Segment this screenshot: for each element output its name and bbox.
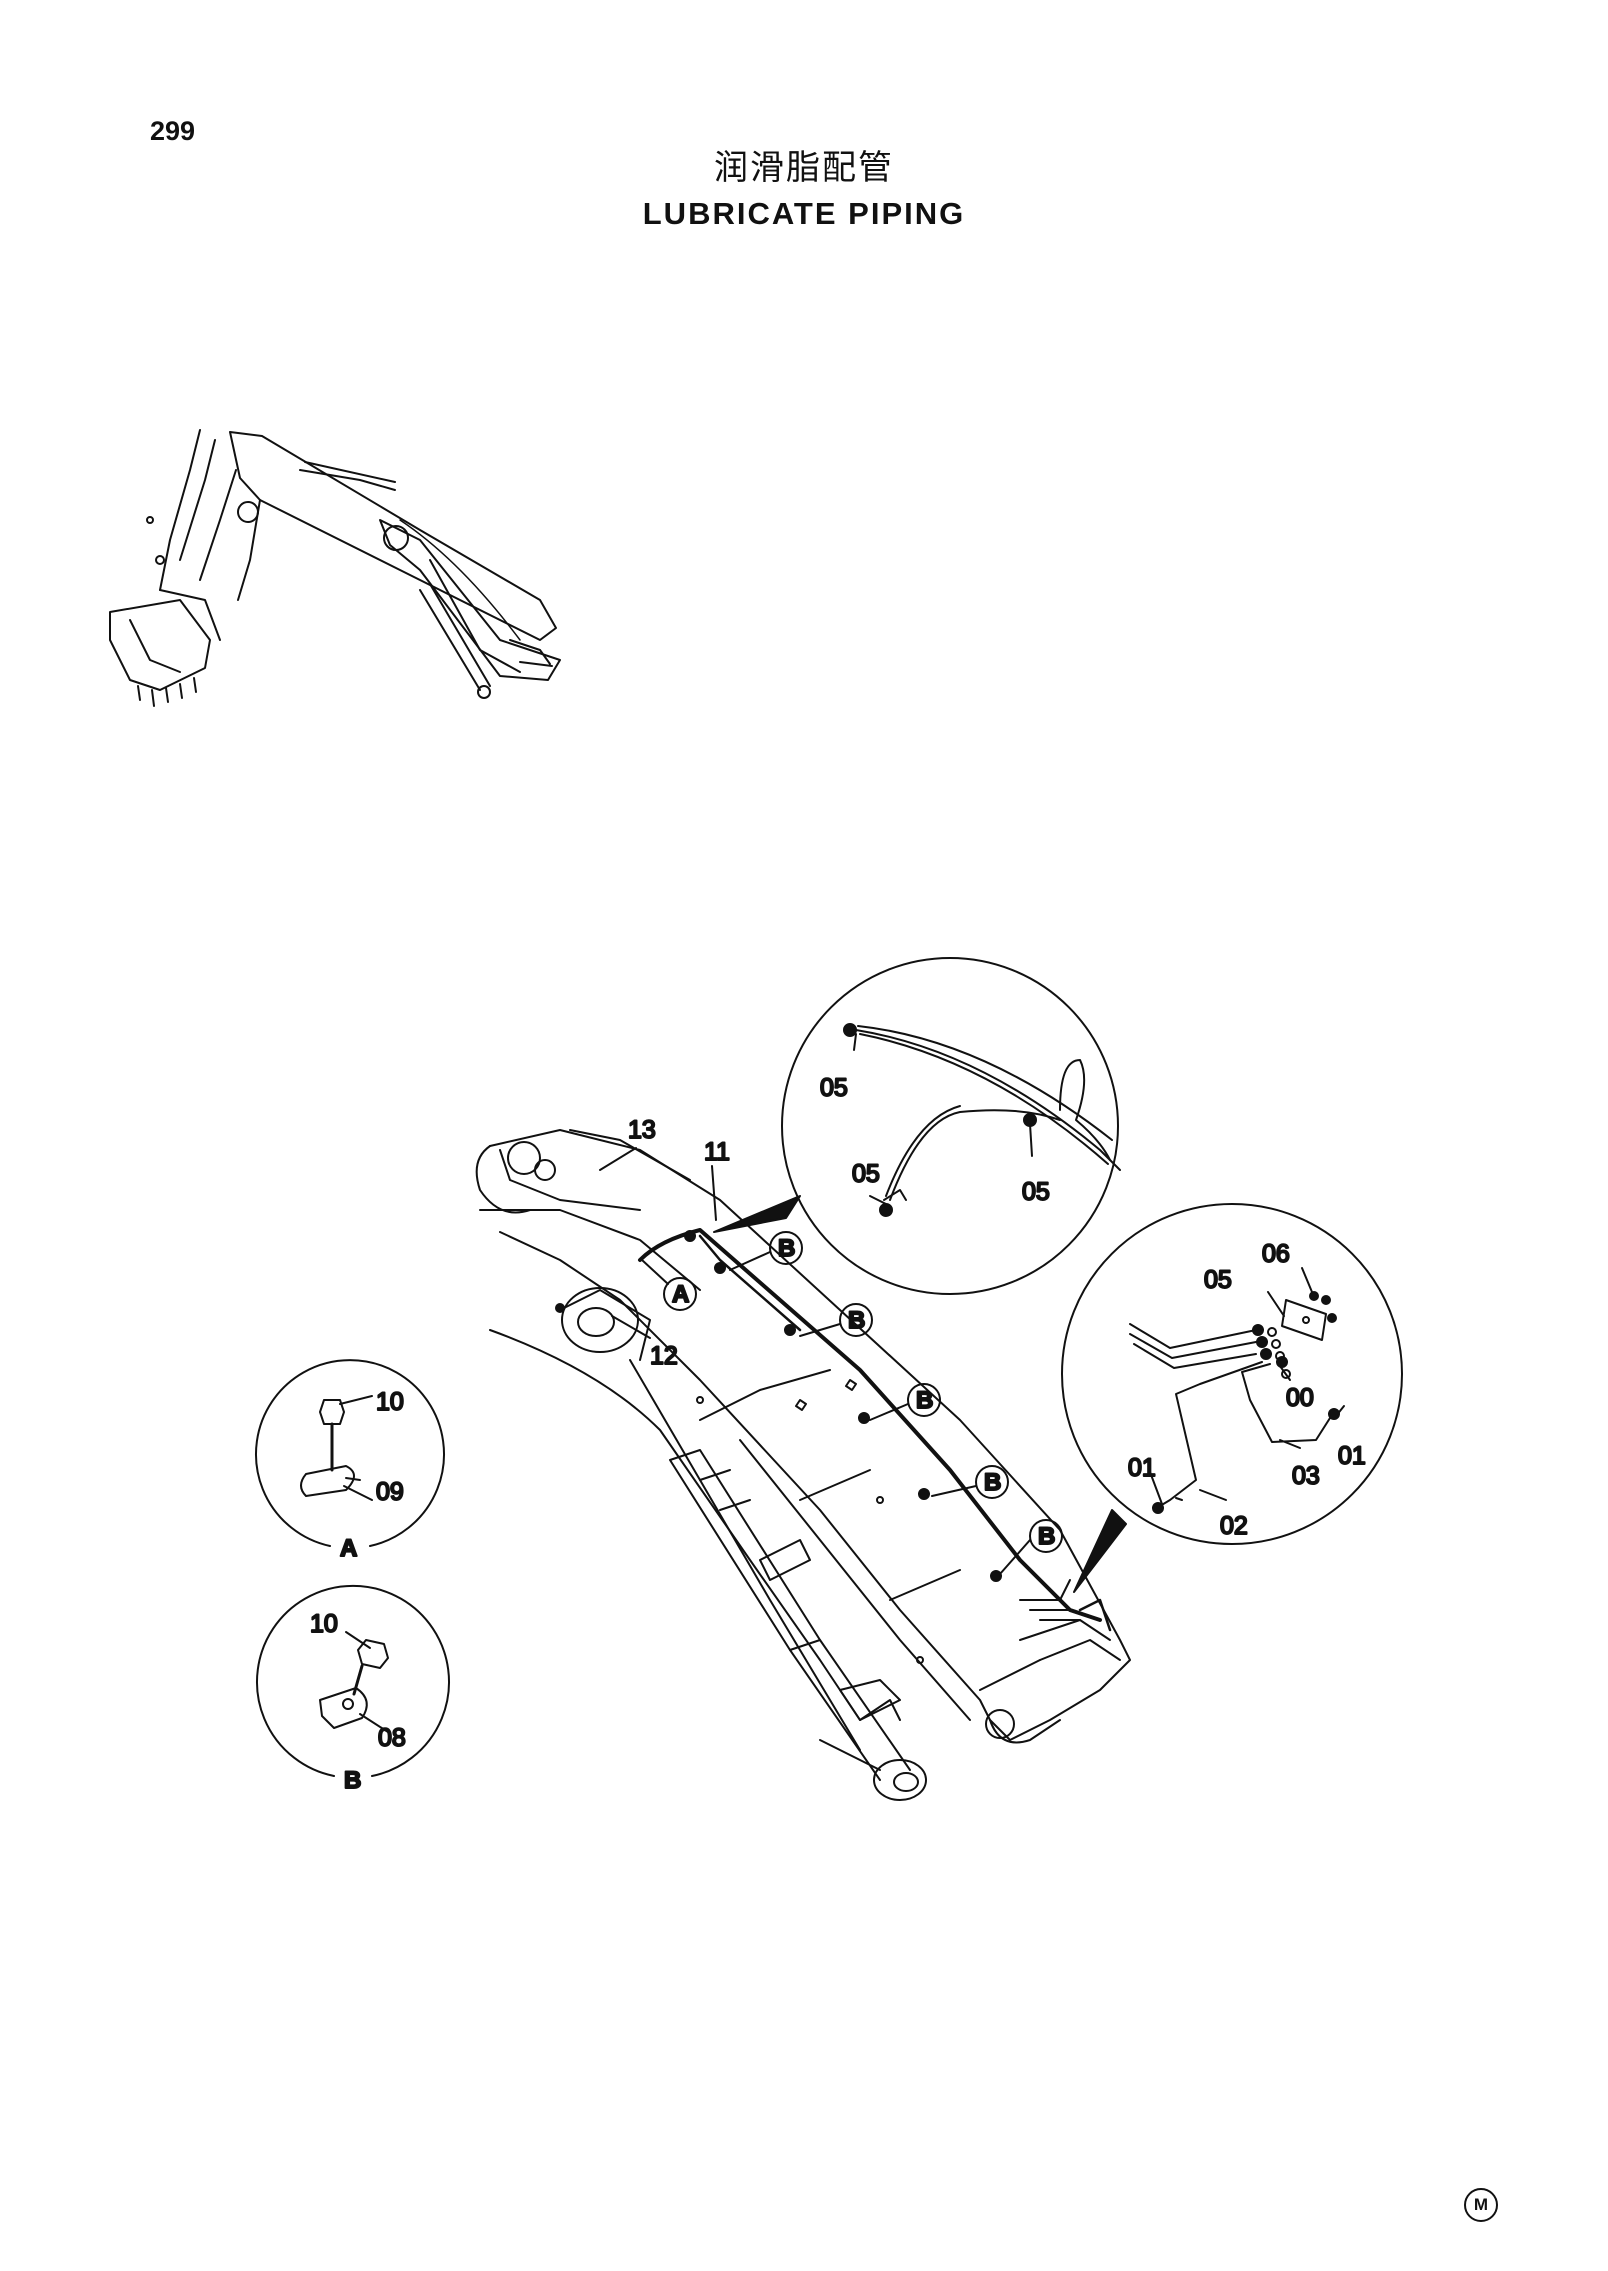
- callout-b-1: [729, 1231, 803, 1271]
- page-title-english: LUBRICATE PIPING: [642, 196, 966, 231]
- callout-b-4: [931, 1465, 1009, 1499]
- leader-11: [711, 1165, 717, 1221]
- leader-12: [611, 1315, 651, 1339]
- callout-b-5: [999, 1519, 1063, 1575]
- part-label-06-detail-right: 06: [1262, 1240, 1290, 1268]
- callout-b-1-letter: B: [778, 1235, 795, 1262]
- manufacturer-mark: M: [1464, 2188, 1498, 2222]
- callout-b-2-letter: B: [848, 1307, 865, 1334]
- part-label-02-detail-right: 02: [1220, 1512, 1248, 1540]
- part-label-12: 12: [650, 1342, 678, 1370]
- part-label-05-detail-right: 05: [1204, 1266, 1232, 1294]
- part-label-05-detail-top-b: 05: [852, 1160, 880, 1188]
- part-label-10-detail-b: 10: [310, 1610, 338, 1638]
- part-label-01-detail-right-a: 01: [1128, 1454, 1156, 1482]
- part-label-09-detail-a: 09: [376, 1478, 404, 1506]
- page-number: 299: [150, 116, 196, 146]
- part-label-10-detail-a: 10: [376, 1388, 404, 1416]
- boom-assembly-drawing: [475, 1129, 1131, 1801]
- excavator-overview-thumbnail: [109, 429, 561, 707]
- part-label-00-detail-right: 00: [1286, 1384, 1314, 1412]
- part-label-03-detail-right: 03: [1292, 1462, 1320, 1490]
- callout-a-main: [641, 1259, 697, 1311]
- part-label-13: 13: [628, 1116, 656, 1144]
- page-title-chinese: 润滑脂配管: [714, 148, 894, 188]
- part-label-08-detail-b: 08: [378, 1724, 406, 1752]
- part-label-11: 11: [704, 1138, 730, 1166]
- detail-fittings-circle: [1061, 1203, 1403, 1593]
- detail-a-caption: A: [340, 1535, 357, 1562]
- detail-hose-circle: [713, 957, 1121, 1295]
- detail-b-circle: [256, 1584, 450, 1777]
- callout-b-2: [799, 1303, 873, 1337]
- detail-a-circle: [255, 1359, 445, 1547]
- part-label-01-detail-right-b: 01: [1338, 1442, 1366, 1470]
- callout-b-5-letter: B: [1038, 1523, 1055, 1550]
- callout-a-main-letter: A: [672, 1281, 689, 1308]
- callout-b-3: [869, 1383, 941, 1421]
- callout-b-4-letter: B: [984, 1469, 1001, 1496]
- leader-13: [599, 1147, 637, 1171]
- part-label-05-detail-top-c: 05: [1022, 1178, 1050, 1206]
- part-label-05-detail-top-a: 05: [820, 1074, 848, 1102]
- detail-b-caption: B: [344, 1767, 361, 1794]
- callout-b-3-letter: B: [916, 1387, 933, 1414]
